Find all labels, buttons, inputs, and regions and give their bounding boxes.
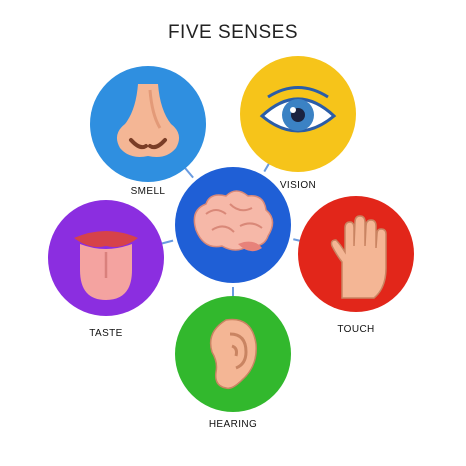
eye-icon (259, 86, 337, 133)
ear-icon (209, 318, 257, 390)
taste-label: TASTE (89, 328, 123, 339)
brain-node (171, 163, 295, 287)
hearing-node (175, 296, 291, 412)
smell-node (90, 66, 206, 182)
taste-node (48, 200, 164, 316)
nose-icon (116, 84, 180, 157)
tongue-icon (74, 231, 138, 300)
page-title: FIVE SENSES (167, 22, 299, 43)
vision-label: VISION (279, 180, 317, 191)
vision-node (240, 56, 356, 172)
touch-label: TOUCH (337, 324, 375, 335)
brain-icon (193, 190, 274, 252)
smell-label: SMELL (130, 186, 166, 197)
hand-icon (330, 215, 387, 299)
hearing-label: HEARING (208, 419, 258, 430)
touch-node (298, 196, 414, 312)
